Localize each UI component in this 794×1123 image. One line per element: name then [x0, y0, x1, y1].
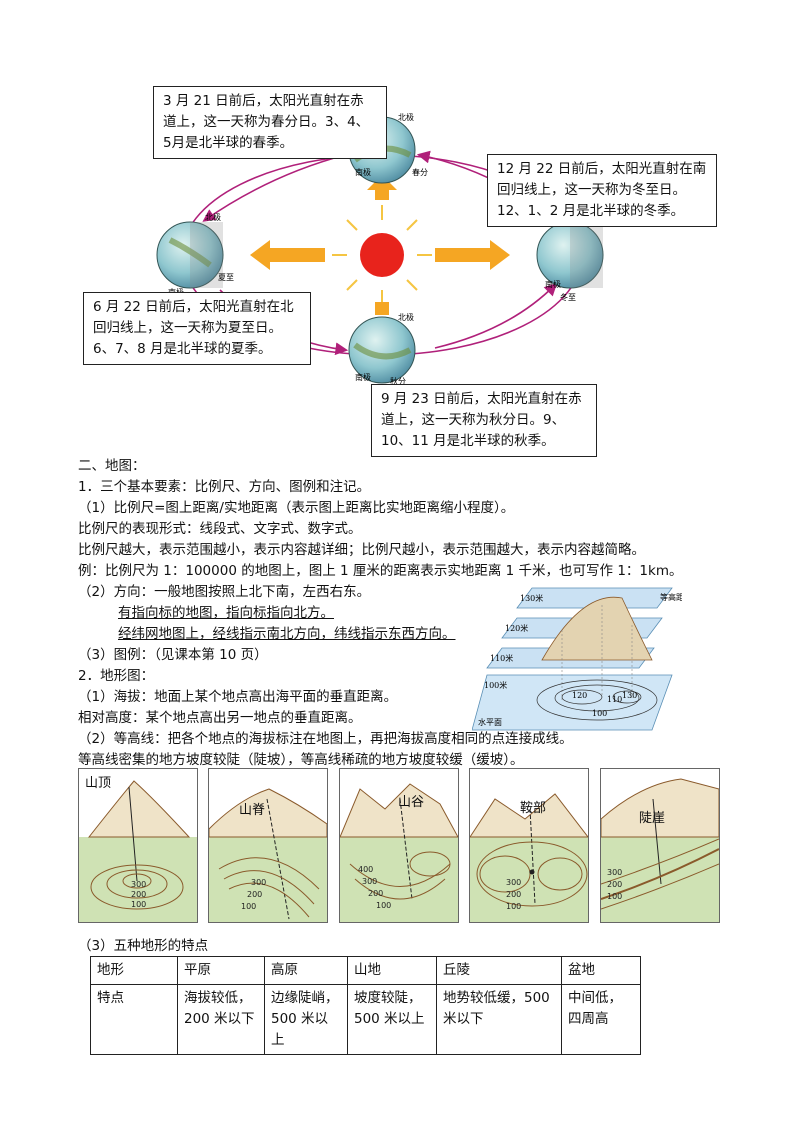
altitude-def: （1）海拔：地面上某个地点高出海平面的垂直距离。	[78, 689, 398, 705]
svg-text:200: 200	[247, 890, 262, 899]
label-north-summer: 北极	[205, 212, 221, 222]
row-label: 特点	[90, 984, 178, 1055]
svg-text:200: 200	[131, 890, 146, 899]
svg-text:300: 300	[362, 877, 377, 886]
svg-text:130: 130	[622, 691, 637, 700]
table-cell: 海拔较低，200 米以下	[177, 984, 265, 1055]
contour-def: （2）等高线：把各个地点的海拔标注在地图上，再把海拔高度相同的点连接成线。	[78, 731, 573, 747]
contour-layers-diagram: 130米 120米 110米 100米 水平面 等高距 100 110 120 …	[472, 587, 682, 731]
globe-winter	[536, 221, 604, 289]
header-cell: 高原	[264, 956, 348, 985]
svg-text:200: 200	[607, 880, 622, 889]
svg-text:100米: 100米	[484, 680, 507, 690]
globe-autumn	[348, 316, 416, 384]
direction-grid: 经纬网地图上，经线指示南北方向，纬线指示东西方向。	[118, 626, 456, 642]
svg-text:120米: 120米	[505, 623, 528, 633]
header-cell: 平原	[177, 956, 265, 985]
label-south-autumn: 南极	[355, 372, 371, 382]
spring-callout: 3 月 21 日前后，太阳光直射在赤道上，这一天称为春分日。3、4、5月是北半球…	[153, 86, 387, 159]
panel-summit: 300 200 100 山顶	[78, 768, 198, 923]
label-south-winter: 南极	[545, 279, 561, 289]
autumn-callout: 9 月 23 日前后，太阳光直射在赤道上，这一天称为秋分日。9、10、11 月是…	[371, 384, 597, 457]
relative-height-def: 相对高度：某个地点高出另一地点的垂直距离。	[78, 710, 362, 726]
label-ridge: 山脊	[239, 803, 266, 818]
table-header-row: 地形 平原 高原 山地 丘陵 盆地	[90, 956, 641, 985]
sun-icon	[332, 205, 432, 305]
header-cell: 丘陵	[436, 956, 562, 985]
globe-summer	[156, 221, 224, 289]
header-cell: 山地	[347, 956, 437, 985]
svg-text:300: 300	[607, 868, 622, 877]
label-spring: 春分	[412, 167, 428, 177]
summer-callout: 6 月 22 日前后，太阳光直射在北回归线上，这一天称为夏至日。6、7、8 月是…	[83, 292, 311, 365]
svg-text:200: 200	[506, 890, 521, 899]
svg-text:110米: 110米	[490, 653, 513, 663]
scale-example: 例：比例尺为 1：100000 的地图上，图上 1 厘米的距离表示实地距离 1 …	[78, 563, 683, 579]
winter-callout: 12 月 22 日前后，太阳光直射在南回归线上，这一天称为冬至日。12、1、2 …	[487, 154, 717, 227]
table-row: 特点 海拔较低，200 米以下 边缘陡峭，500 米以上 坡度较陡，500 米以…	[90, 984, 641, 1055]
contour-density: 等高线密集的地方坡度较陡（陡坡），等高线稀疏的地方坡度较缓（缓坡）。	[78, 752, 524, 768]
label-summer: 夏至	[218, 273, 234, 282]
table-cell: 坡度较陡，500 米以上	[347, 984, 437, 1055]
label-cliff: 陡崖	[639, 811, 666, 826]
panel-valley: 400 300 200 100 山谷	[339, 768, 459, 923]
topo-title: 2．地形图：	[78, 668, 155, 684]
direction-arrow: 有指向标的地图，指向标指向北方。	[118, 605, 334, 621]
svg-text:100: 100	[131, 900, 146, 909]
landforms-title: （3）五种地形的特点	[78, 938, 209, 954]
label-winter: 冬至	[560, 292, 576, 302]
svg-text:300: 300	[506, 878, 521, 887]
label-south-spring: 南极	[355, 167, 371, 177]
header-cell: 盆地	[561, 956, 641, 985]
table-cell: 中间低，四周高	[561, 984, 641, 1055]
svg-text:400: 400	[358, 865, 373, 874]
panel-cliff: 300 200 100 陡崖	[600, 768, 720, 923]
season-diagram: 北极 春分 南极 北极 夏至 南极 南极 冬至 北极 轨道 秋分 南极	[156, 112, 604, 386]
svg-text:200: 200	[368, 889, 383, 898]
svg-text:100: 100	[241, 902, 256, 911]
scale-definition: （1）比例尺=图上距离/实地距离（表示图上距离比实地距离缩小程度）。	[78, 500, 515, 516]
svg-text:300: 300	[131, 880, 146, 889]
svg-text:300: 300	[251, 878, 266, 887]
panel-ridge: 300 200 100 山脊	[208, 768, 328, 923]
label-north-spring: 北极	[398, 112, 414, 122]
scale-size: 比例尺越大，表示范围越小，表示内容越详细；比例尺越小，表示范围越大，表示内容越简…	[78, 542, 645, 558]
header-cell: 地形	[90, 956, 178, 985]
svg-text:130米: 130米	[520, 593, 543, 603]
section-title: 二、地图：	[78, 458, 146, 474]
landforms-table: 地形 平原 高原 山地 丘陵 盆地 特点 海拔较低，200 米以下 边缘陡峭，5…	[90, 956, 641, 1055]
svg-text:110: 110	[607, 695, 622, 704]
scale-forms: 比例尺的表现形式：线段式、文字式、数字式。	[78, 521, 362, 537]
map-elements: 1．三个基本要素：比例尺、方向、图例和注记。	[78, 479, 371, 495]
label-saddle: 鞍部	[520, 801, 547, 816]
svg-text:100: 100	[506, 902, 521, 911]
svg-text:水平面: 水平面	[478, 717, 502, 727]
table-cell: 地势较低缓，500 米以下	[436, 984, 562, 1055]
label-north-autumn: 北极	[398, 312, 414, 322]
svg-text:100: 100	[376, 901, 391, 910]
legend-note: （3）图例：（见课本第 10 页）	[78, 647, 268, 663]
label-autumn: 秋分	[390, 376, 406, 386]
label-summit: 山顶	[85, 776, 112, 791]
panel-saddle: 300 200 100 鞍部	[469, 768, 589, 923]
svg-text:120: 120	[572, 691, 587, 700]
table-cell: 边缘陡峭，500 米以上	[264, 984, 348, 1055]
label-valley: 山谷	[398, 795, 425, 810]
svg-text:100: 100	[592, 709, 607, 718]
svg-text:等高距: 等高距	[660, 592, 682, 602]
svg-text:100: 100	[607, 892, 622, 901]
direction-general: （2）方向：一般地图按照上北下南，左西右东。	[78, 584, 371, 600]
